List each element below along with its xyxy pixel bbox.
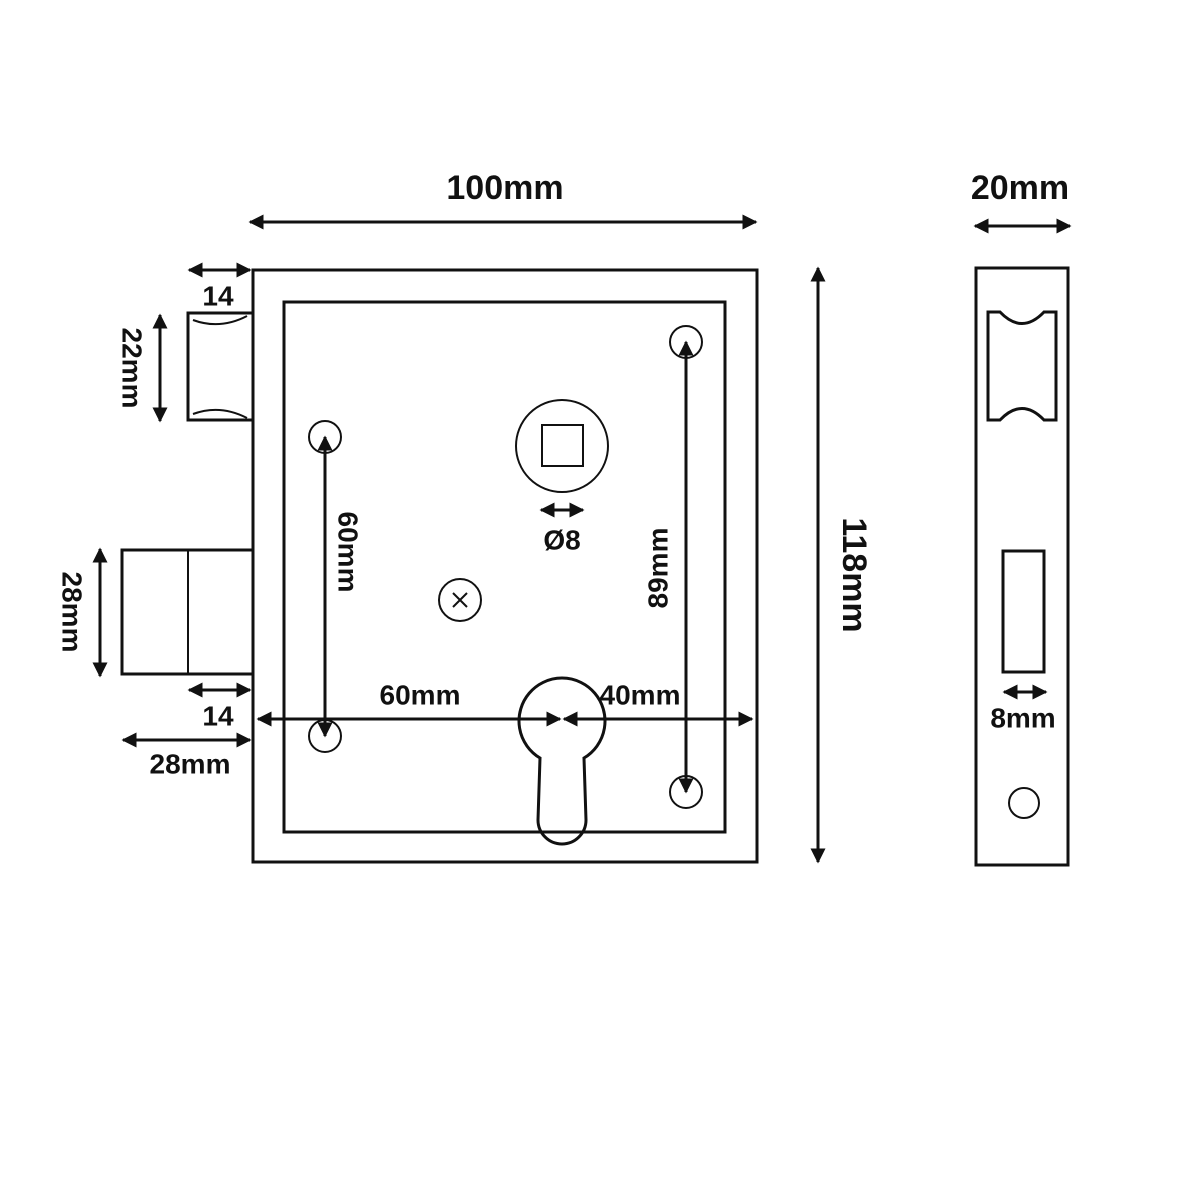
- bolt-throw-label: 28mm: [150, 748, 231, 779]
- cross-screw-icon: [438, 578, 482, 622]
- keyhole-to-edge-label: 40mm: [600, 679, 681, 710]
- spindle-label: Ø8: [543, 524, 580, 555]
- backset-label: 60mm: [380, 679, 461, 710]
- deadbolt: [120, 548, 255, 676]
- euro-cylinder-keyhole: [517, 676, 607, 846]
- case-outline: [251, 268, 759, 864]
- case-width-label: 100mm: [446, 169, 563, 207]
- latch-bolt: [186, 311, 253, 422]
- bolt-height-label: 28mm: [57, 572, 88, 653]
- strike-plate: [974, 266, 1070, 867]
- strike-slot-label: 8mm: [990, 702, 1055, 733]
- case-height-label: 118mm: [835, 517, 873, 632]
- dimension-lines: [92, 214, 1072, 864]
- strike-screw-hole: [1008, 787, 1040, 819]
- latch-height-label: 22mm: [117, 328, 148, 409]
- screw-spacing-left-label: 60mm: [333, 512, 364, 593]
- strike-width-label: 20mm: [971, 169, 1069, 207]
- strike-slot: [1001, 549, 1046, 674]
- screw-spacing-right-label: 89mm: [642, 528, 673, 609]
- lock-case: [251, 268, 759, 864]
- latch-projection-label: 14: [202, 280, 234, 311]
- bolt-projection-label: 14: [202, 700, 234, 731]
- case-inner-plate: [282, 300, 727, 834]
- spindle-hub: [515, 399, 609, 493]
